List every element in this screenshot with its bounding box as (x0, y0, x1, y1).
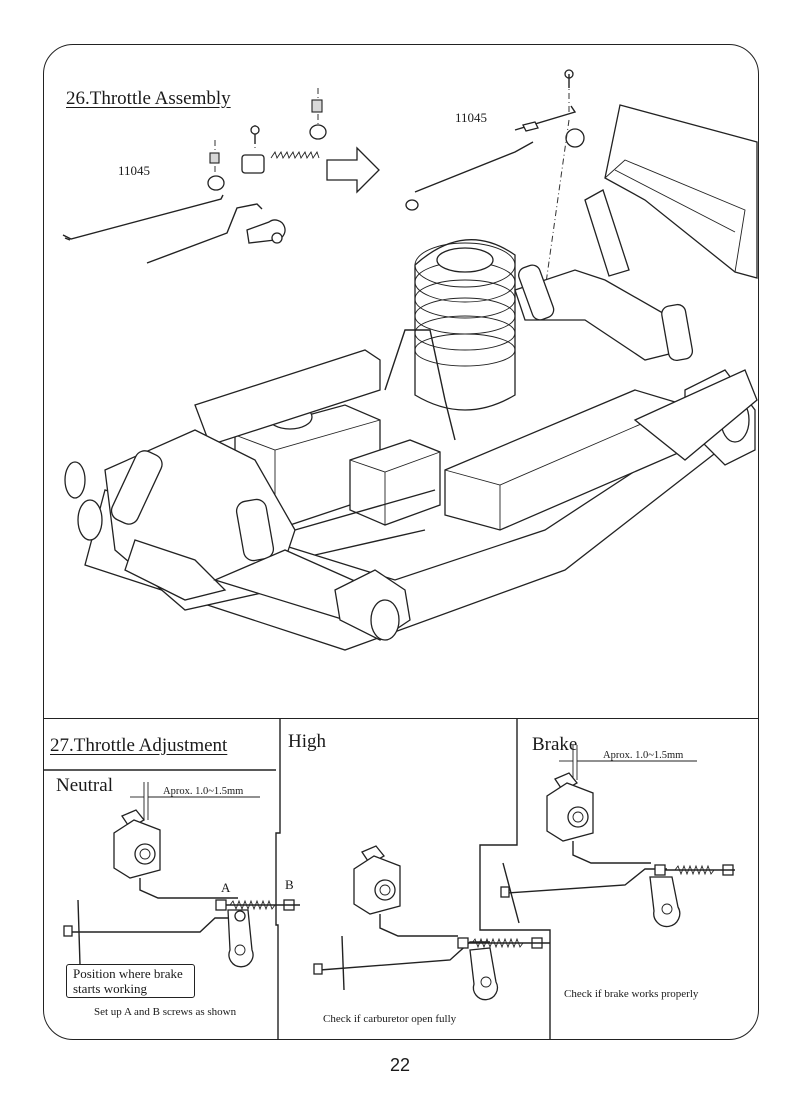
section-27-title: 27.Throttle Adjustment (50, 735, 228, 756)
screw-b-label: B (285, 877, 294, 892)
neutral-carburetor-drawing (63, 782, 300, 968)
high-label: High (288, 731, 326, 752)
neutral-gap-label: Aprox. 1.0~1.5mm (163, 786, 244, 797)
callout-line-1: Position where brake (73, 966, 183, 981)
callout-line-2: starts working (73, 981, 148, 996)
throttle-parts-exploded-drawing (62, 88, 380, 264)
brake-carburetor-drawing (500, 745, 735, 928)
brake-position-callout: Position where brake starts working (66, 964, 195, 998)
part-number-right: 11045 (455, 110, 488, 125)
section-divider (43, 718, 759, 719)
brake-gap-label: Aprox. 1.0~1.5mm (603, 750, 684, 761)
screw-a-label: A (221, 880, 231, 895)
high-caption: Check if carburetor open fully (323, 1013, 457, 1025)
page-frame (43, 44, 759, 1040)
section-26-title: 26.Throttle Assembly (66, 88, 231, 109)
car-chassis-drawing (64, 69, 758, 651)
neutral-label: Neutral (56, 775, 113, 796)
brake-label: Brake (532, 734, 578, 755)
page-number: 22 (389, 1055, 411, 1075)
high-carburetor-drawing (313, 845, 550, 1001)
part-number-left: 11045 (118, 163, 151, 178)
neutral-caption: Set up A and B screws as shown (94, 1006, 237, 1018)
brake-caption: Check if brake works properly (564, 988, 699, 1000)
